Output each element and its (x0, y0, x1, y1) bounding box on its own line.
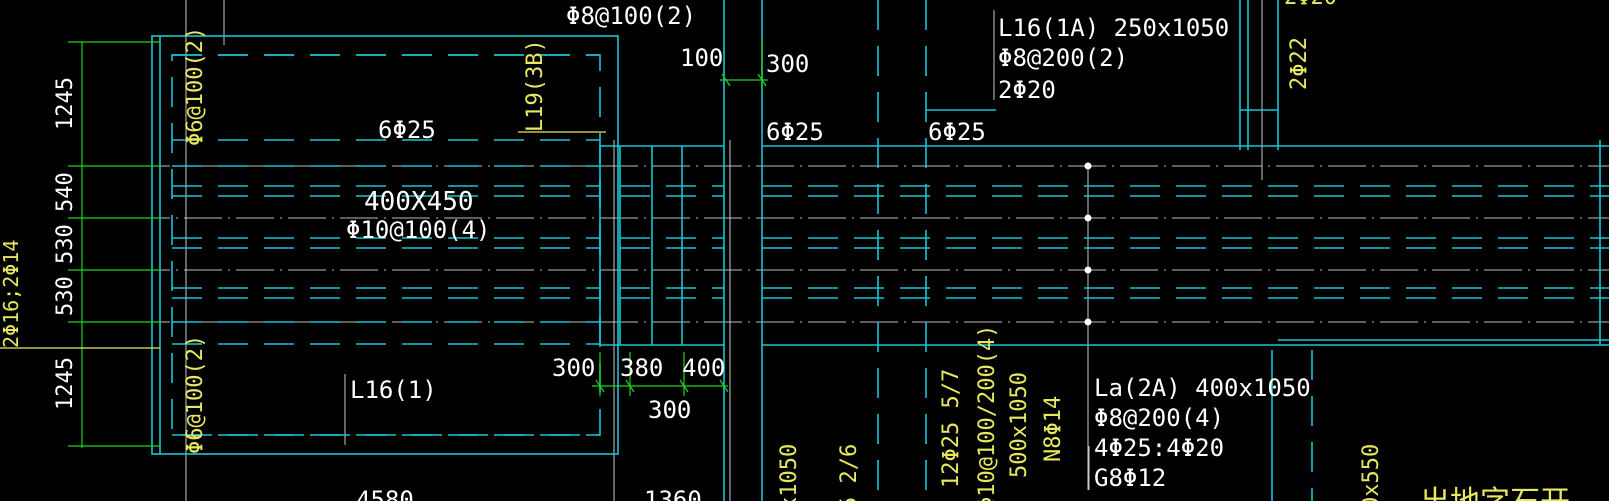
label-bars-6phi25-c: 6Φ25 (928, 118, 986, 146)
label-top-stirrup: Φ8@100(2) (566, 2, 696, 30)
leader-lines (0, 131, 606, 437)
label-beam-la-bars: 4Φ25:4Φ20 (1094, 434, 1224, 462)
label-beam-la-stirrup: Φ8@200(4) (1094, 404, 1224, 432)
dim-left-2: 540 (53, 172, 78, 212)
dimension-lines (68, 40, 768, 448)
label-v-n8: N8Φ14 (1041, 396, 1066, 462)
dim-left-3: 530 (53, 224, 78, 264)
label-right-vertical-bars: 2Φ22 (1287, 37, 1312, 90)
label-beam-l16-1a-stirrup: Φ8@200(2) (998, 44, 1128, 72)
label-left-side-bars: 2Φ16;2Φ14 (0, 240, 23, 348)
label-v-x1050: x1050 (777, 444, 802, 501)
label-left-stirrup-top: Φ6@100(2) (183, 27, 208, 146)
label-beam-l16-1a-bottom: 2Φ20 (998, 76, 1056, 104)
beam-outlines (151, 0, 1609, 501)
label-bottom-right-partial: 出地字石开 (1420, 485, 1570, 501)
axis-lines (80, 0, 1609, 501)
label-section: 400X450 (364, 187, 474, 217)
label-beam-l19: L19(3B) (523, 39, 548, 132)
label-bars-6phi25-b: 6Φ25 (766, 118, 824, 146)
label-bars-6phi25-a: 6Φ25 (378, 116, 436, 144)
label-dim-400: 400 (682, 354, 725, 382)
label-dim-300-mid: 300 (552, 354, 595, 382)
label-beam-la-torsion: G8Φ12 (1094, 464, 1166, 492)
dim-left-1: 1245 (53, 77, 78, 130)
dim-left-4: 530 (53, 276, 78, 316)
label-v-x550: 0x550 (1359, 444, 1384, 501)
label-v-12phi25: 12Φ25 5/7 (939, 369, 964, 488)
label-dim-100: 100 (680, 44, 723, 72)
label-dim-300-bottom: 300 (648, 396, 691, 424)
label-section-stirrup: Φ10@100(4) (346, 216, 491, 244)
label-bottom-1360: 1360 (644, 486, 702, 501)
section-points (1084, 162, 1092, 326)
left-dimension-values: 1245 540 530 530 1245 (53, 77, 78, 410)
dim-left-5: 1245 (53, 357, 78, 410)
label-v-section: 500x1050 (1007, 372, 1032, 478)
label-beam-l16-1: L16(1) (350, 376, 437, 404)
label-left-stirrup-bottom: Φ6@100(2) (183, 335, 208, 454)
label-beam-l16-1a: L16(1A) 250x1050 (998, 14, 1229, 42)
label-v-stirrup: Φ10@100/200(4) (975, 325, 1000, 501)
label-dim-300-top: 300 (766, 50, 809, 78)
label-top-right-partial: 2Φ20 (1284, 0, 1337, 10)
rebar-lines (172, 54, 1609, 436)
label-v-26: 5 2/6 (837, 444, 862, 501)
label-dim-380: 380 (620, 354, 663, 382)
label-beam-la: La(2A) 400x1050 (1094, 374, 1311, 402)
label-bottom-4580: 4580 (356, 486, 414, 501)
